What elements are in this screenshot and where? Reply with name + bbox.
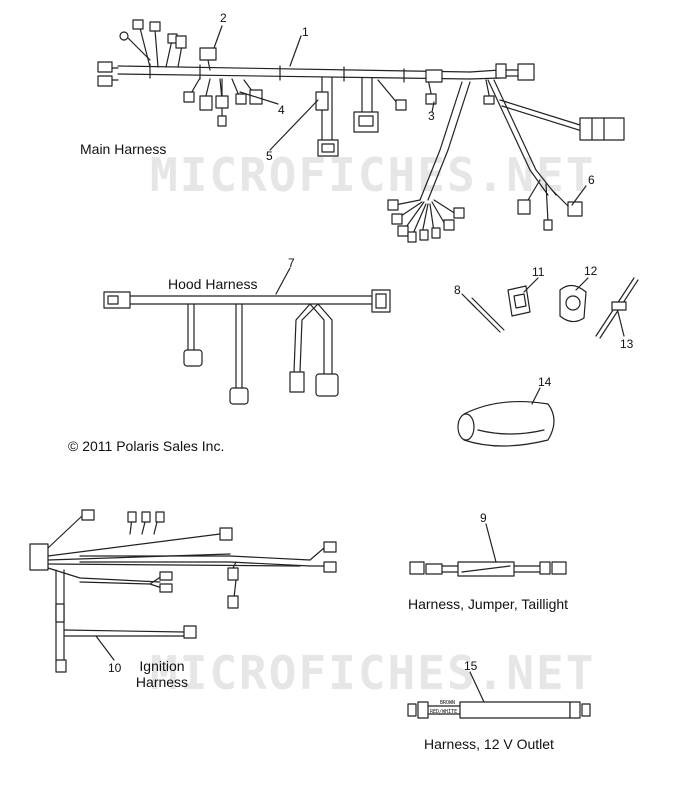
main-harness-drawing — [97, 19, 625, 243]
ignition-harness-drawing — [29, 509, 337, 673]
callout-6: 6 — [588, 173, 595, 187]
callout-3: 3 — [428, 109, 435, 123]
watermark-bottom: MICROFICHES.NET — [150, 646, 596, 700]
callout-10: 10 — [108, 661, 122, 675]
main-harness-label: Main Harness — [80, 141, 167, 157]
callout-5: 5 — [266, 149, 273, 163]
callout-2: 2 — [220, 11, 227, 25]
outlet-wire-label-red-white: RED/WHITE — [430, 709, 458, 715]
watermark-top: MICROFICHES.NET — [150, 148, 596, 202]
ignition-harness-label-line2: Harness — [135, 674, 189, 690]
outlet-harness-drawing — [407, 701, 591, 719]
copyright-text: © 2011 Polaris Sales Inc. — [68, 438, 225, 454]
outlet-wire-label-brown: BROWN — [440, 700, 456, 706]
taillight-harness-drawing — [409, 561, 567, 577]
callout-9: 9 — [480, 511, 487, 525]
callout-1: 1 — [302, 25, 309, 39]
callout-15: 15 — [464, 659, 478, 673]
callout-8: 8 — [454, 283, 461, 297]
clips-drawing — [467, 277, 639, 339]
callout-12: 12 — [584, 264, 598, 278]
taillight-harness-label: Harness, Jumper, Taillight — [408, 596, 569, 612]
sleeve-drawing — [457, 400, 555, 447]
hood-harness-label: Hood Harness — [168, 276, 258, 292]
callout-11: 11 — [532, 265, 545, 279]
callout-13: 13 — [620, 337, 634, 351]
hood-harness-drawing — [103, 289, 391, 405]
ignition-harness-label-line1: Ignition — [139, 658, 185, 674]
outlet-harness-label: Harness, 12 V Outlet — [424, 736, 554, 752]
callout-4: 4 — [278, 103, 285, 117]
callout-7: 7 — [288, 256, 295, 270]
callout-14: 14 — [538, 375, 552, 389]
